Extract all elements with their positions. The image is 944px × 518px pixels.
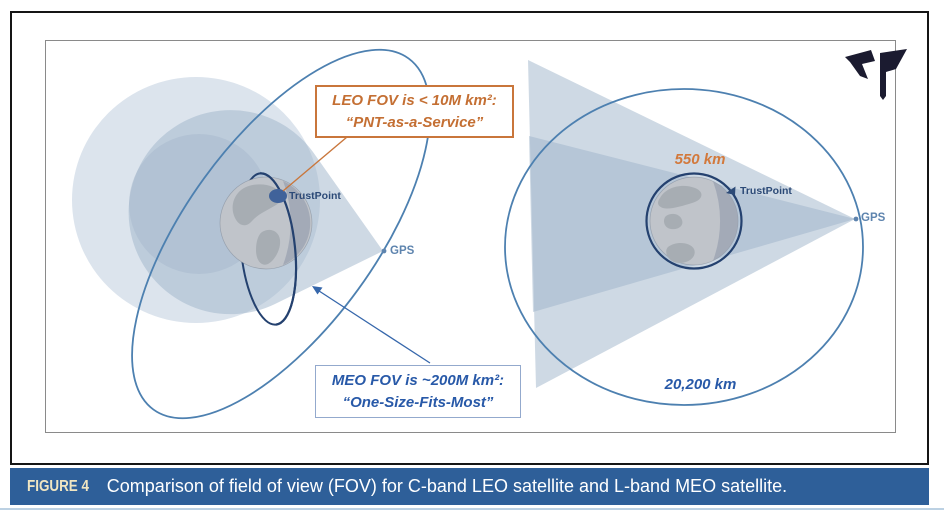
leo-fov-callout: LEO FOV is < 10M km²: “PNT-as-a-Service” — [315, 85, 514, 138]
meo-fov-callout-line1: MEO FOV is ~200M km²: — [331, 371, 505, 389]
leo-altitude-label: 550 km — [674, 151, 726, 168]
gps-label-right: GPS — [861, 212, 886, 224]
caption-underline-rule — [0, 508, 944, 510]
figure-caption-text: Comparison of field of view (FOV) for C-… — [106, 476, 788, 496]
leo-fov-callout-line1: LEO FOV is < 10M km²: — [332, 91, 497, 109]
trustpoint-label-right: TrustPoint — [740, 185, 792, 197]
figure-caption-bar: FIGURE 4 Comparison of field of view (FO… — [10, 468, 929, 505]
figure-number-label: FIGURE 4 — [27, 477, 89, 495]
meo-altitude-label: 20,200 km — [664, 376, 737, 393]
meo-fov-callout: MEO FOV is ~200M km²: “One-Size-Fits-Mos… — [315, 365, 521, 418]
trustpoint-label-left: TrustPoint — [289, 190, 341, 202]
meo-fov-callout-line2: “One-Size-Fits-Most” — [342, 393, 494, 411]
leo-fov-callout-line2: “PNT-as-a-Service” — [345, 113, 484, 131]
gps-label-left: GPS — [390, 245, 415, 257]
